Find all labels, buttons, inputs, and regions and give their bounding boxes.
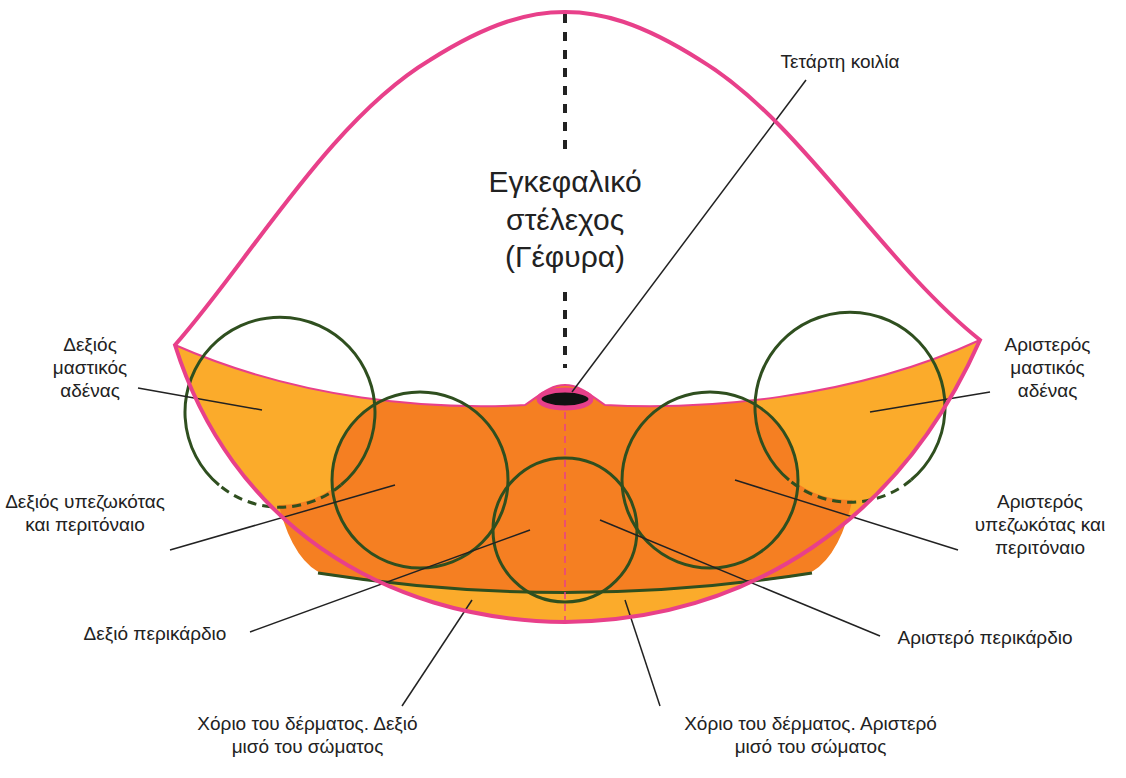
- mastic-circle-dashed: [219, 485, 341, 507]
- leader-line: [600, 520, 880, 636]
- pleura-fill: [332, 392, 508, 568]
- mastic-circle-dashed: [789, 480, 911, 502]
- part-label: Χόριο του δέρματος. Δεξιό μισό του σώματ…: [185, 712, 430, 758]
- part-label: Αριστερός μαστικός αδένας: [985, 333, 1110, 403]
- fourth-ventricle: [539, 390, 591, 408]
- part-label: Αριστερός υπεζωκότας και περιτόναιο: [960, 490, 1120, 560]
- part-label: Δεξιός μαστικός αδένας: [30, 333, 150, 403]
- brainstem-outline: Εγκεφαλικό στέλεχος (Γέφυρα): [170, 5, 985, 630]
- part-label: Χόριο του δέρματος. Αριστερό μισό του σώ…: [668, 712, 953, 758]
- pleura-fill: [622, 392, 798, 568]
- leader-line: [402, 600, 472, 706]
- leader-line: [572, 80, 806, 392]
- part-label: Δεξιό περικάρδιο: [40, 622, 270, 645]
- brainstem-shape: [170, 5, 985, 630]
- pleura-circle: [622, 392, 798, 568]
- brainstem-label: Εγκεφαλικό στέλεχος (Γέφυρα): [455, 163, 675, 276]
- midline: [563, 292, 567, 368]
- part-label: Αριστερό περικάρδιο: [855, 626, 1115, 649]
- leader-line: [870, 392, 990, 412]
- part-label: Τετάρτη κοιλία: [740, 50, 940, 73]
- midline: [564, 412, 566, 620]
- mastic-circle: [755, 312, 945, 480]
- part-label: Δεξιός υπεζωκότας και περιτόναιο: [5, 490, 165, 536]
- midline: [563, 14, 567, 150]
- brainstem-border: [175, 12, 980, 622]
- leader-line: [735, 480, 958, 550]
- pleura-circle: [332, 392, 508, 568]
